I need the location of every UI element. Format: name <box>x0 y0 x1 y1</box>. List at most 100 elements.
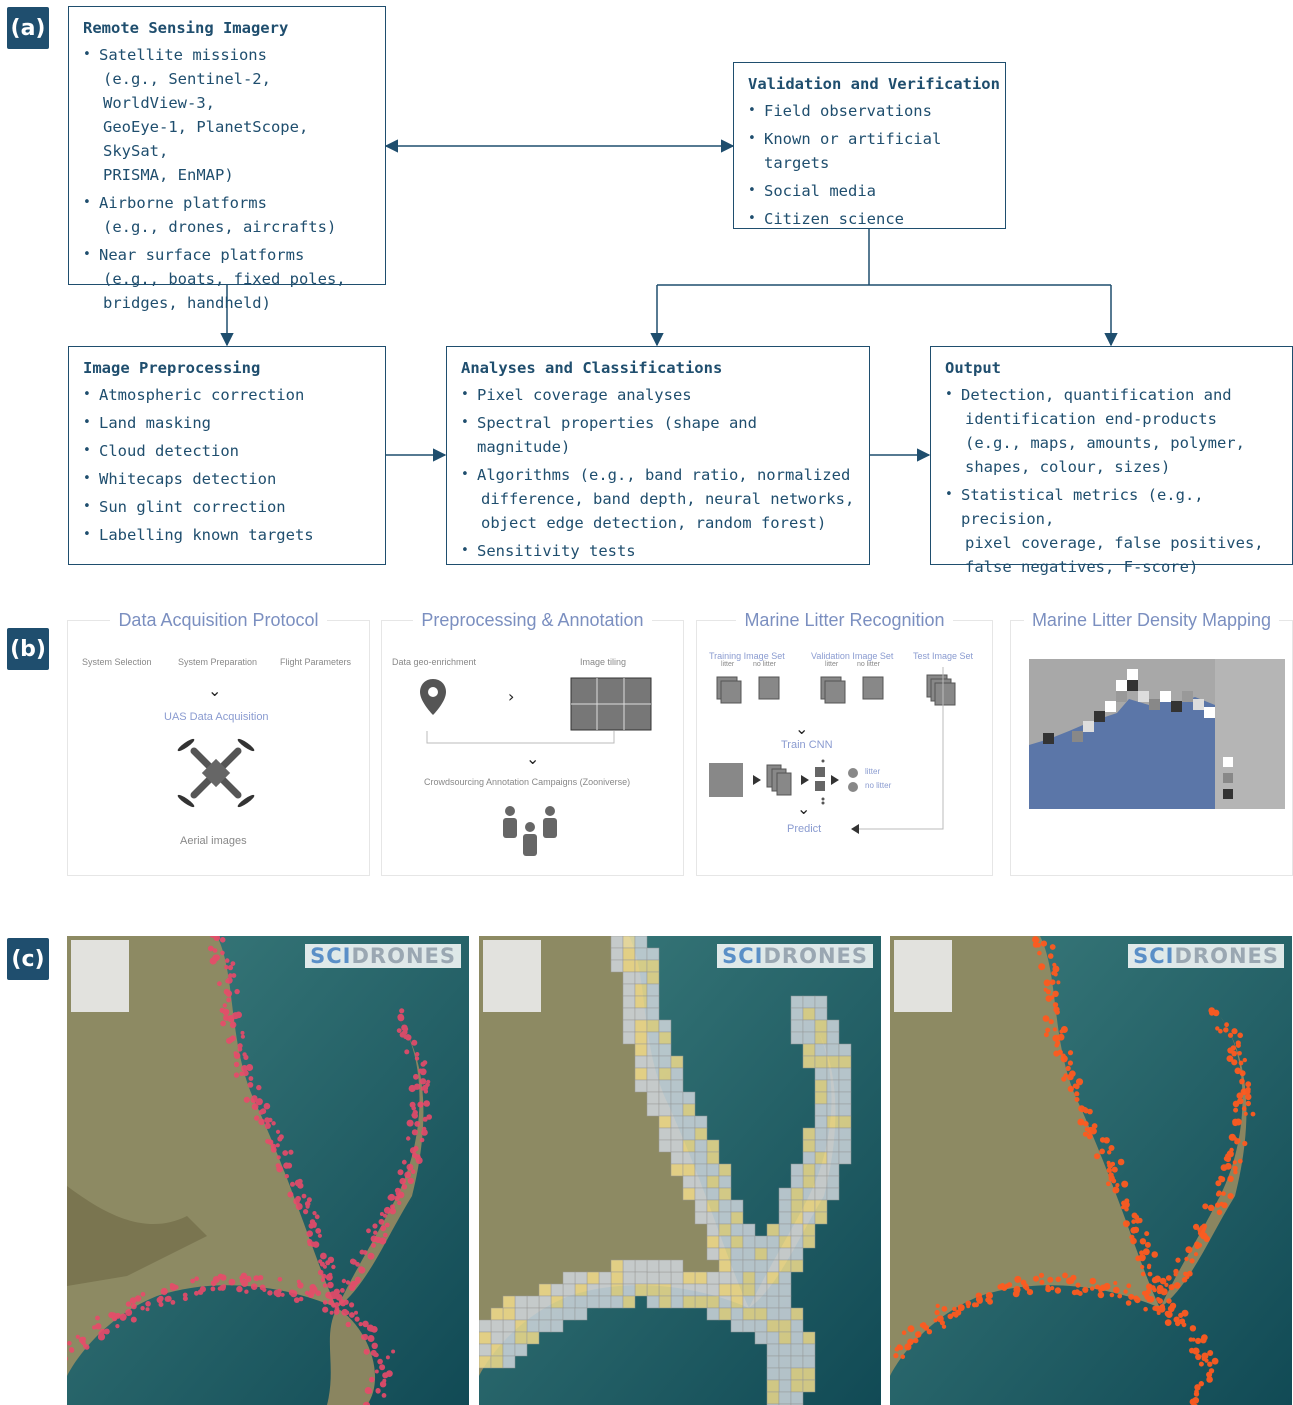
litter-dot <box>407 1177 414 1185</box>
litter-dot <box>1055 1276 1062 1283</box>
litter-dot <box>237 1043 243 1049</box>
litter-dot <box>381 1393 387 1398</box>
density-cell <box>502 1319 516 1333</box>
density-cell <box>838 1139 852 1153</box>
density-cell <box>718 1307 732 1321</box>
litter-dot <box>284 1174 289 1179</box>
density-cell <box>826 1079 840 1093</box>
litter-dot <box>1206 1376 1213 1383</box>
litter-dot <box>1218 1175 1224 1181</box>
density-cell <box>706 1307 720 1321</box>
litter-dot <box>1224 1022 1229 1028</box>
density-cell <box>718 1283 732 1297</box>
density-cell <box>766 1343 780 1357</box>
litter-dot <box>1013 1285 1021 1294</box>
litter-dot <box>1045 1284 1051 1290</box>
litter-dot <box>1006 1282 1013 1288</box>
litter-dot <box>1164 1282 1169 1287</box>
validation-title: Validation and Verification <box>748 75 1000 93</box>
litter-dot <box>952 1306 957 1312</box>
litter-dot <box>898 1345 904 1351</box>
density-cell <box>838 1079 852 1093</box>
litter-dot <box>1098 1287 1103 1293</box>
drone-icon <box>177 738 255 808</box>
litter-dot <box>1091 1123 1098 1129</box>
litter-dot <box>414 1056 420 1061</box>
density-cell <box>479 1355 492 1369</box>
litter-dot <box>378 1218 385 1225</box>
density-cell <box>838 1103 852 1117</box>
litter-dot <box>409 1147 417 1154</box>
litter-dot <box>1143 1292 1149 1298</box>
litter-dot <box>362 1320 369 1328</box>
density-cell <box>766 1247 780 1261</box>
litter-dot <box>1159 1277 1167 1285</box>
density-cell <box>694 1163 708 1177</box>
density-cell <box>670 1283 684 1297</box>
recognition-title: Marine Litter Recognition <box>736 610 953 630</box>
litter-dot <box>114 1312 121 1319</box>
litter-dot <box>893 1353 899 1359</box>
density-cell <box>682 1091 696 1105</box>
litter-dot <box>288 1289 295 1296</box>
density-cell <box>802 1355 816 1369</box>
litter-dot <box>1156 1297 1161 1301</box>
litter-dot <box>1152 1287 1157 1293</box>
density-cell <box>778 1367 792 1381</box>
litter-dot <box>354 1276 361 1283</box>
density-cell <box>742 1247 756 1261</box>
litter-dot <box>1151 1276 1159 1284</box>
density-cell <box>814 1007 828 1021</box>
litter-dot <box>317 1269 324 1276</box>
density-cell <box>778 1331 792 1345</box>
density-cell <box>490 1343 504 1357</box>
litter-dot <box>363 1348 370 1355</box>
litter-dot <box>1227 1193 1234 1200</box>
bullet-near-surface: Near surface platforms (e.g., boats, fix… <box>83 243 371 315</box>
density-cell <box>814 1043 828 1057</box>
litter-dot <box>1047 1276 1054 1283</box>
litter-dot <box>246 1064 254 1071</box>
density-cell <box>526 1331 540 1345</box>
density-cell <box>586 1283 600 1297</box>
litter-dot <box>1235 1138 1241 1144</box>
litter-dot <box>397 1169 404 1176</box>
litter-dot <box>331 1264 336 1270</box>
litter-dot <box>270 1143 277 1150</box>
density-cell <box>766 1391 780 1405</box>
litter-dot <box>182 1292 188 1298</box>
litter-dot <box>900 1354 906 1360</box>
density-cell <box>718 1175 732 1189</box>
density-cell <box>802 1331 816 1345</box>
map-dots-pink <box>67 936 433 1405</box>
litter-dot <box>1237 1051 1242 1056</box>
bullet-statistical: Statistical metrics (e.g., precision, pi… <box>945 483 1278 579</box>
litter-dot <box>1198 1361 1204 1367</box>
litter-dot <box>1186 1270 1193 1277</box>
litter-dot <box>419 1068 427 1076</box>
litter-dot <box>1219 1201 1224 1207</box>
density-cell <box>730 1223 744 1237</box>
density-cell <box>778 1223 792 1237</box>
density-cell <box>586 1271 600 1285</box>
density-cell <box>790 1211 804 1225</box>
litter-dot <box>1167 1305 1175 1313</box>
litter-dot <box>293 1297 300 1303</box>
density-cell <box>610 959 624 973</box>
litter-dot <box>1181 1277 1188 1283</box>
density-cell <box>826 1127 840 1141</box>
litter-dot <box>305 1204 310 1209</box>
litter-dot <box>354 1310 358 1315</box>
litter-dot <box>1115 1183 1120 1188</box>
density-title: Marine Litter Density Mapping <box>1023 610 1280 630</box>
bullet-field: Field observations <box>748 99 991 123</box>
litter-dot <box>397 1200 402 1206</box>
litter-dot <box>1200 1336 1206 1342</box>
density-cell <box>790 1379 804 1393</box>
litter-dot <box>1223 1027 1229 1033</box>
density-cell <box>814 1067 828 1081</box>
density-cell <box>802 995 816 1009</box>
litter-dot <box>194 1276 199 1281</box>
density-cell <box>646 971 660 985</box>
litter-dot <box>1075 1078 1084 1086</box>
